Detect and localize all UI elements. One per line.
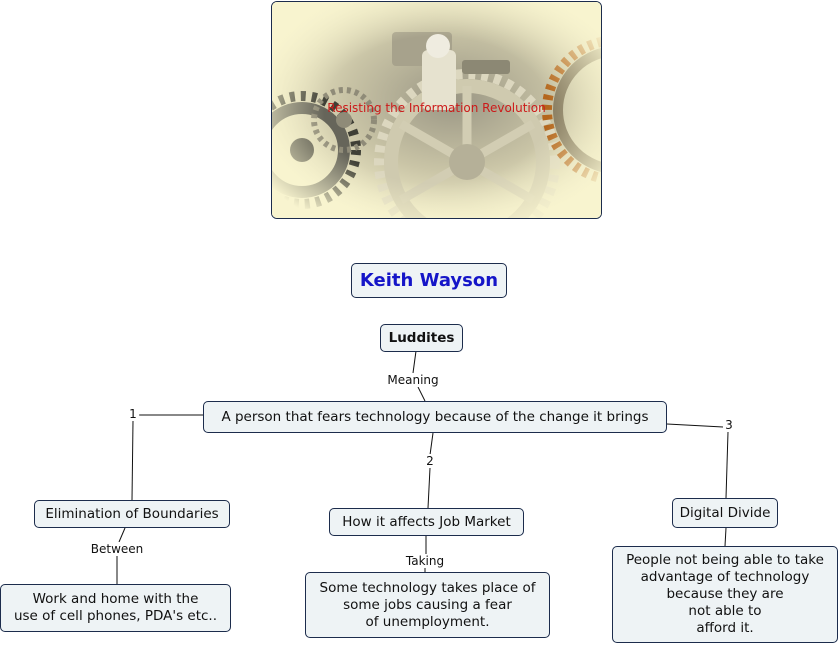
job-market-node: How it affects Job Market — [329, 508, 524, 536]
job-market-label: How it affects Job Market — [342, 513, 511, 530]
cannot-afford-line: advantage of technology — [640, 569, 810, 585]
work-and-home-node: Work and home with the use of cell phone… — [0, 584, 231, 632]
job-loss-line: Some technology takes place of — [319, 579, 536, 596]
cannot-afford-line: because they are — [666, 586, 784, 602]
work-and-home-line: Work and home with the — [32, 591, 199, 607]
link-label-branch-3: 3 — [723, 418, 735, 432]
luddites-label: Luddites — [388, 329, 455, 346]
elimination-of-boundaries-label: Elimination of Boundaries — [45, 505, 219, 522]
job-loss-line: of unemployment. — [365, 613, 490, 630]
connector-elimination-between — [118, 527, 126, 543]
definition-node: A person that fears technology because o… — [203, 401, 667, 433]
definition-label: A person that fears technology because o… — [221, 408, 649, 425]
banner-caption: Resisting the Information Revolution — [327, 101, 546, 115]
cannot-afford-line: not able to — [688, 603, 762, 619]
author-name: Keith Wayson — [359, 270, 499, 291]
luddites-node: Luddites — [380, 324, 463, 352]
connector-definition-branch-2 — [429, 432, 434, 456]
link-label-between: Between — [88, 542, 146, 556]
digital-divide-node: Digital Divide — [672, 498, 778, 528]
author-node: Keith Wayson — [351, 263, 507, 298]
connector-branch-2-job-market — [427, 467, 431, 509]
digital-divide-label: Digital Divide — [679, 504, 771, 521]
cannot-afford-node: People not being able to take advantage … — [612, 546, 838, 643]
connector-branch-1-elimination — [131, 420, 134, 501]
job-loss-line: some jobs causing a fear — [343, 596, 512, 613]
gears-illustration — [272, 2, 601, 218]
banner-image-node: Resisting the Information Revolution — [271, 1, 602, 219]
link-label-branch-1: 1 — [127, 407, 139, 421]
connector-luddites-meaning — [412, 350, 417, 374]
connector-meaning-definition — [417, 386, 426, 402]
link-label-meaning: Meaning — [385, 373, 441, 387]
work-and-home-line: use of cell phones, PDA's etc.. — [13, 608, 218, 624]
connector-branch-3-digital-divide — [725, 431, 729, 499]
link-label-branch-2: 2 — [424, 454, 436, 468]
connector-digital-divide-afford — [724, 527, 727, 547]
link-label-taking: Taking — [403, 554, 447, 568]
elimination-of-boundaries-node: Elimination of Boundaries — [34, 500, 230, 528]
cannot-afford-line: afford it. — [696, 620, 754, 636]
connector-definition-branch-3 — [666, 423, 724, 428]
cannot-afford-line: People not being able to take — [626, 552, 824, 568]
job-loss-node: Some technology takes place of some jobs… — [305, 572, 550, 638]
